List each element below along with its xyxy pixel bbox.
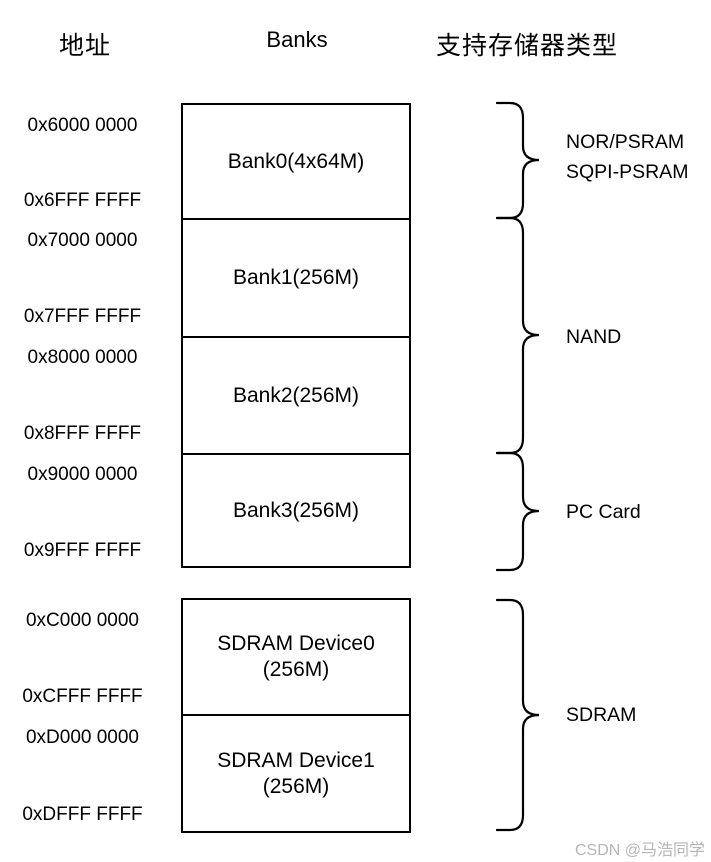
sdram-device0-box: SDRAM Device0 (256M) bbox=[183, 600, 409, 714]
brace-nand-icon bbox=[496, 216, 544, 455]
sdram-device0-label-line2: (256M) bbox=[262, 658, 330, 681]
bank2-box: Bank2(256M) bbox=[183, 336, 409, 453]
address-label-0xd0000000: 0xD000 0000 bbox=[25, 727, 140, 748]
memtype-pccard: PC Card bbox=[566, 501, 641, 523]
bank1-label: Bank1(256M) bbox=[232, 266, 360, 289]
sdram-device0-label-line1: SDRAM Device0 bbox=[217, 632, 375, 655]
address-label-0x7fffffff: 0x7FFF FFFF bbox=[23, 306, 142, 327]
sdram-device1-box: SDRAM Device1 (256M) bbox=[183, 714, 409, 831]
address-label-0x80000000: 0x8000 0000 bbox=[27, 347, 138, 368]
fmc-bank-group: Bank0(4x64M) Bank1(256M) Bank2(256M) Ban… bbox=[181, 103, 411, 568]
bank1-box: Bank1(256M) bbox=[183, 218, 409, 336]
bank0-label: Bank0(4x64M) bbox=[227, 149, 365, 173]
address-label-0x6fffffff: 0x6FFF FFFF bbox=[23, 190, 142, 211]
address-label-0x90000000: 0x9000 0000 bbox=[27, 464, 138, 485]
header-memory-type-column: 支持存储器类型 bbox=[435, 33, 618, 60]
csdn-watermark: CSDN @马浩同学 bbox=[574, 842, 705, 859]
address-label-0xdfffffff: 0xDFFF FFFF bbox=[22, 804, 143, 825]
bank3-box: Bank3(256M) bbox=[183, 453, 409, 566]
memtype-nor-psram: NOR/PSRAM SQPI-PSRAM bbox=[566, 127, 688, 187]
address-label-0x60000000: 0x6000 0000 bbox=[27, 115, 138, 136]
bank2-label: Bank2(256M) bbox=[232, 383, 360, 407]
brace-sdram-icon bbox=[496, 598, 544, 832]
address-label-0xc0000000: 0xC000 0000 bbox=[25, 610, 140, 631]
memtype-nor-psram-line2: SQPI-PSRAM bbox=[566, 161, 689, 183]
sdram-device1-label-line1: SDRAM Device1 bbox=[217, 748, 375, 772]
memtype-sdram: SDRAM bbox=[566, 704, 637, 726]
sdram-bank-group: SDRAM Device0 (256M) SDRAM Device1 (256M… bbox=[181, 598, 411, 833]
address-label-0x70000000: 0x7000 0000 bbox=[27, 230, 138, 251]
address-label-0x9fffffff: 0x9FFF FFFF bbox=[23, 540, 142, 561]
bank3-label: Bank3(256M) bbox=[232, 498, 360, 522]
memtype-nand: NAND bbox=[566, 326, 622, 348]
address-label-0xcfffffff: 0xCFFF FFFF bbox=[22, 686, 143, 707]
header-banks-column: Banks bbox=[266, 27, 328, 52]
brace-pccard-icon bbox=[496, 451, 544, 572]
address-label-0x8fffffff: 0x8FFF FFFF bbox=[23, 423, 142, 444]
sdram-device1-label-line2: (256M) bbox=[262, 774, 330, 798]
bank0-box: Bank0(4x64M) bbox=[183, 105, 409, 218]
memtype-nor-psram-line1: NOR/PSRAM bbox=[566, 131, 685, 153]
header-address-column: 地址 bbox=[58, 33, 111, 60]
brace-nor-psram-icon bbox=[496, 101, 544, 220]
